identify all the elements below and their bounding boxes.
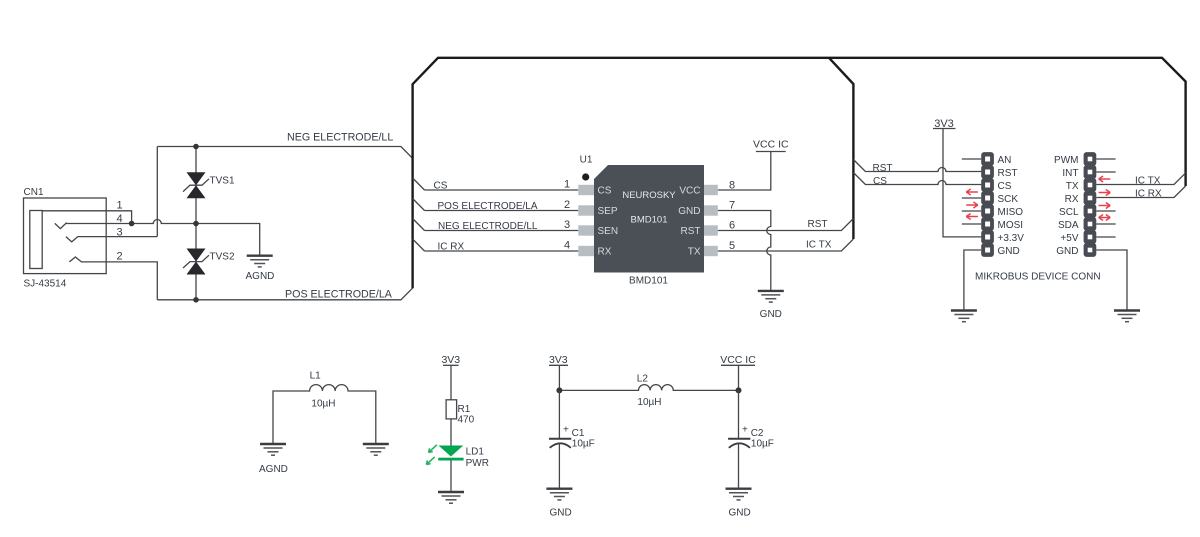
svg-text:3V3: 3V3 — [549, 354, 568, 366]
svg-text:GND: GND — [678, 206, 700, 217]
svg-text:TVS2: TVS2 — [210, 252, 235, 263]
svg-text:CS: CS — [873, 176, 887, 187]
svg-text:GND: GND — [550, 508, 572, 519]
svg-text:10µF: 10µF — [751, 439, 774, 450]
svg-text:PWR: PWR — [466, 458, 489, 469]
svg-text:LD1: LD1 — [466, 447, 485, 458]
svg-text:NEUROSKY: NEUROSKY — [622, 190, 676, 201]
svg-text:GND: GND — [1056, 246, 1078, 257]
svg-text:IC RX: IC RX — [1135, 189, 1162, 200]
svg-text:IC TX: IC TX — [1135, 176, 1161, 187]
svg-text:+: + — [742, 425, 748, 436]
svg-text:VCC IC: VCC IC — [753, 139, 789, 151]
svg-text:RX: RX — [598, 247, 612, 258]
svg-text:6: 6 — [729, 220, 735, 232]
svg-text:IC TX: IC TX — [806, 240, 832, 251]
svg-text:1: 1 — [117, 200, 123, 212]
svg-text:IC RX: IC RX — [438, 242, 465, 253]
svg-text:2: 2 — [564, 199, 570, 211]
svg-text:RST: RST — [681, 226, 701, 237]
svg-text:POS ELECTRODE/LA: POS ELECTRODE/LA — [285, 289, 393, 301]
svg-text:RST: RST — [998, 168, 1018, 179]
svg-text:SJ-43514: SJ-43514 — [24, 279, 67, 290]
svg-text:RX: RX — [1065, 194, 1079, 205]
svg-text:PWM: PWM — [1054, 155, 1078, 166]
svg-text:3: 3 — [564, 219, 570, 231]
svg-text:SCL: SCL — [1059, 207, 1079, 218]
svg-text:RST: RST — [808, 219, 828, 230]
svg-text:TVS1: TVS1 — [210, 176, 235, 187]
svg-text:1: 1 — [564, 179, 570, 191]
svg-text:L2: L2 — [637, 374, 649, 385]
svg-text:GND: GND — [998, 246, 1020, 257]
svg-text:NEG ELECTRODE/LL: NEG ELECTRODE/LL — [287, 132, 393, 144]
svg-text:3: 3 — [117, 227, 123, 239]
svg-text:CS: CS — [598, 186, 612, 197]
svg-text:C1: C1 — [572, 428, 585, 439]
svg-text:TX: TX — [688, 247, 701, 258]
svg-text:5: 5 — [729, 240, 735, 252]
svg-text:SCK: SCK — [998, 194, 1019, 205]
svg-text:3V3: 3V3 — [934, 118, 954, 130]
svg-text:+3.3V: +3.3V — [998, 233, 1025, 244]
svg-text:VCC IC: VCC IC — [720, 354, 756, 366]
svg-text:L1: L1 — [310, 371, 322, 382]
svg-text:BMD101: BMD101 — [629, 276, 668, 287]
svg-text:GND: GND — [760, 309, 782, 320]
svg-text:TX: TX — [1066, 181, 1079, 192]
svg-text:VCC: VCC — [679, 186, 700, 197]
svg-text:SEP: SEP — [598, 206, 618, 217]
svg-text:AN: AN — [998, 155, 1012, 166]
svg-text:RST: RST — [873, 163, 893, 174]
svg-text:SEN: SEN — [598, 226, 619, 237]
svg-text:U1: U1 — [580, 155, 593, 166]
svg-text:10µF: 10µF — [572, 439, 595, 450]
svg-text:+: + — [563, 425, 569, 436]
svg-text:470: 470 — [458, 415, 475, 426]
svg-text:AGND: AGND — [259, 464, 288, 475]
svg-text:3V3: 3V3 — [441, 354, 460, 366]
svg-text:4: 4 — [564, 240, 570, 252]
svg-text:CN1: CN1 — [24, 187, 44, 198]
svg-text:MISO: MISO — [998, 207, 1024, 218]
svg-text:C2: C2 — [751, 428, 764, 439]
svg-text:CS: CS — [998, 181, 1012, 192]
svg-text:NEG ELECTRODE/LL: NEG ELECTRODE/LL — [438, 221, 538, 232]
svg-text:BMD101: BMD101 — [631, 215, 668, 226]
svg-text:4: 4 — [117, 213, 123, 225]
svg-text:10µH: 10µH — [637, 397, 661, 408]
svg-text:GND: GND — [729, 508, 751, 519]
svg-text:2: 2 — [117, 251, 123, 263]
svg-text:AGND: AGND — [246, 271, 275, 282]
svg-text:MOSI: MOSI — [998, 220, 1024, 231]
svg-text:CS: CS — [434, 181, 448, 192]
svg-text:10µH: 10µH — [311, 399, 335, 410]
svg-text:POS ELECTRODE/LA: POS ELECTRODE/LA — [438, 201, 538, 212]
svg-text:7: 7 — [729, 200, 735, 212]
svg-text:8: 8 — [729, 180, 735, 192]
svg-text:SDA: SDA — [1058, 220, 1079, 231]
svg-text:INT: INT — [1062, 168, 1078, 179]
svg-text:+5V: +5V — [1060, 233, 1078, 244]
svg-text:R1: R1 — [458, 404, 471, 415]
svg-text:MIKROBUS DEVICE CONN: MIKROBUS DEVICE CONN — [975, 272, 1101, 283]
